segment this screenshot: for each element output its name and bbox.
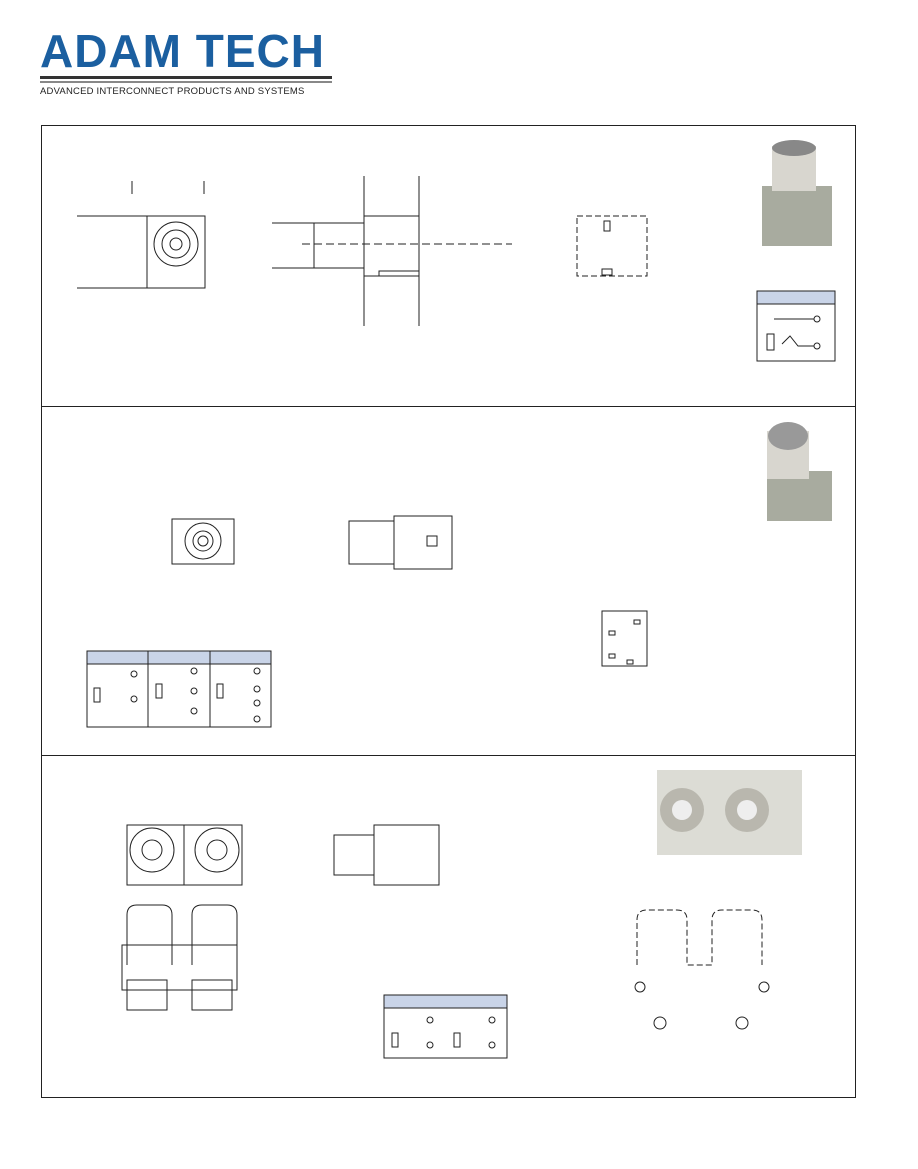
- front-view: [126, 824, 243, 886]
- hole: [735, 1016, 749, 1030]
- pad: [601, 268, 613, 276]
- front-view: [77, 181, 206, 289]
- pad: [603, 220, 611, 232]
- bottom-view: [121, 904, 238, 1011]
- panel-1-drawing: [77, 140, 836, 362]
- schematic-box: [756, 290, 836, 362]
- panel-2-drawing: [86, 422, 832, 728]
- product-photo: [762, 140, 832, 246]
- logo-rule-2: [40, 81, 332, 83]
- panel-2: [42, 406, 855, 756]
- footprint-view: [601, 610, 648, 667]
- logo-text: ADAM TECH: [40, 25, 325, 77]
- product-photo: [767, 422, 832, 521]
- tagline: ADVANCED INTERCONNECT PRODUCTS AND SYSTE…: [40, 86, 305, 97]
- drawing-frame: [41, 125, 856, 1098]
- panel-3: [42, 755, 855, 1097]
- side-view: [348, 515, 453, 570]
- hole: [653, 1016, 667, 1030]
- schematic-table: [86, 650, 272, 728]
- hole: [758, 981, 770, 993]
- side-view: [272, 176, 512, 326]
- logo-rule: [40, 76, 332, 79]
- panel-1: [42, 126, 855, 407]
- footprint-view: [636, 909, 763, 966]
- side-view: [333, 824, 440, 886]
- schematic-box: [383, 994, 508, 1059]
- footprint-view: [576, 215, 648, 277]
- panel-3-drawing: [121, 770, 802, 1059]
- front-view: [171, 518, 235, 565]
- product-photo: [657, 770, 802, 855]
- hole: [634, 981, 646, 993]
